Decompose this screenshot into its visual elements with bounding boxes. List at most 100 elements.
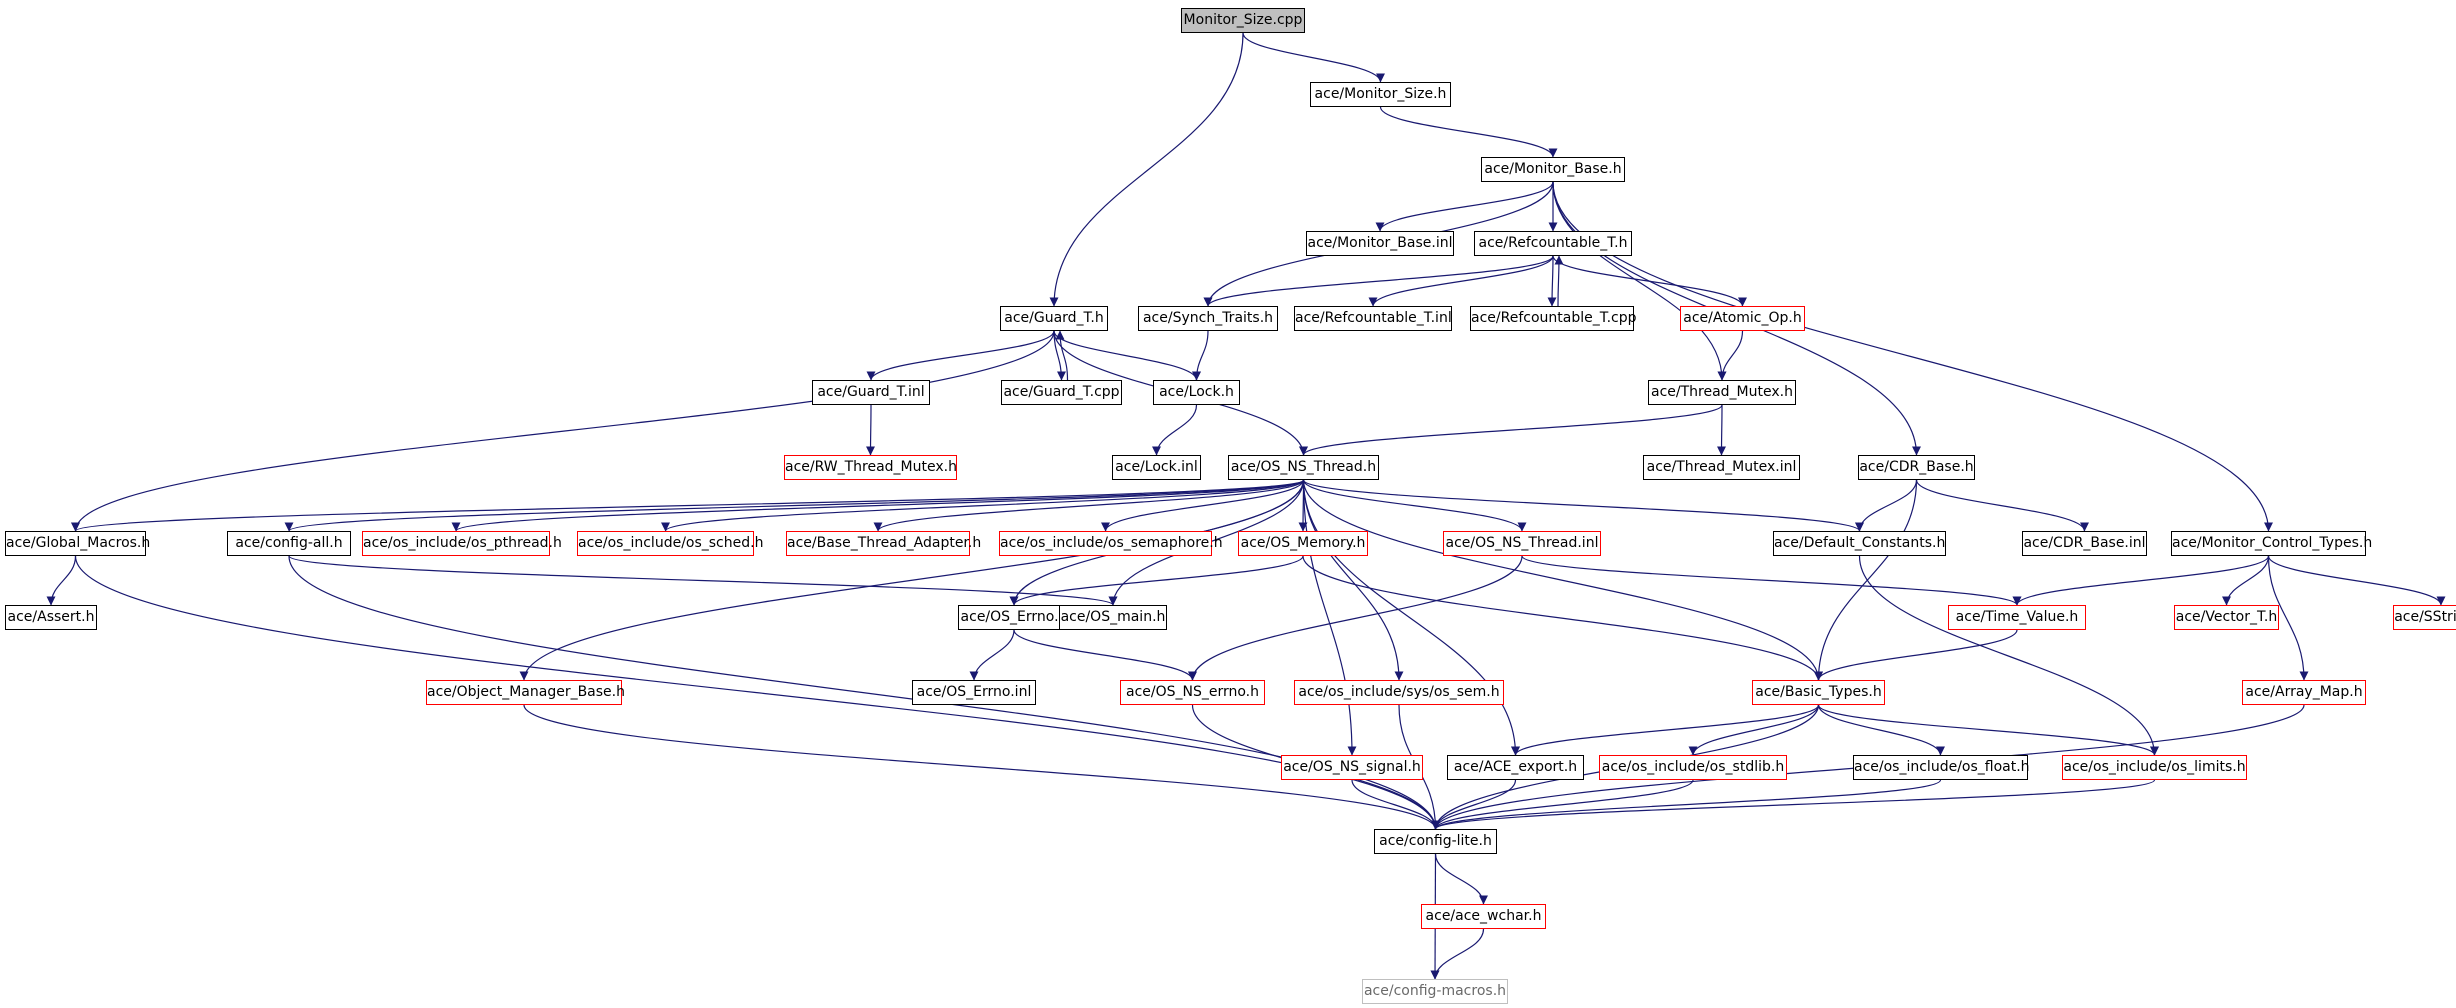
node-config-all-h[interactable]: ace/config-all.h xyxy=(227,531,351,556)
node-atomic-op-h[interactable]: ace/Atomic_Op.h xyxy=(1680,306,1805,331)
edge-guard-t-cpp-to-guard-t-h xyxy=(1055,330,1069,381)
node-ace-export-h[interactable]: ace/ACE_export.h xyxy=(1447,755,1584,780)
node-os-ns-signal-h[interactable]: ace/OS_NS_signal.h xyxy=(1281,755,1423,780)
edge-global-macros-h-to-assert-h xyxy=(46,555,77,606)
node-thread-mutex-inl[interactable]: ace/Thread_Mutex.inl xyxy=(1643,455,1800,480)
edge-os-ns-thread-inl-to-time-value-h xyxy=(1521,555,2022,606)
node-config-lite-h[interactable]: ace/config-lite.h xyxy=(1374,829,1497,854)
edge-thread-mutex-h-to-thread-mutex-inl xyxy=(1717,404,1727,456)
edge-os-stdlib-h-to-config-lite-h xyxy=(1431,779,1694,830)
edge-monitor-control-types-h-to-array-map-h xyxy=(2267,555,2309,681)
node-os-ns-errno-h[interactable]: ace/OS_NS_errno.h xyxy=(1120,680,1265,705)
edge-config-all-h-to-os-main-h xyxy=(288,555,1118,606)
node-object-manager-base-h[interactable]: ace/Object_Manager_Base.h xyxy=(426,680,625,705)
edge-time-value-h-to-basic-types-h xyxy=(1814,629,2018,681)
node-os-ns-thread-h[interactable]: ace/OS_NS_Thread.h xyxy=(1228,455,1379,480)
edge-guard-t-h-to-global-macros-h xyxy=(71,330,1055,532)
node-default-constants-h[interactable]: ace/Default_Constants.h xyxy=(1773,531,1946,556)
node-ace-wchar-h[interactable]: ace/ace_wchar.h xyxy=(1421,904,1546,929)
edge-monitor-control-types-h-to-vector-t-h xyxy=(2222,555,2270,606)
edge-basic-types-h-to-os-stdlib-h xyxy=(1688,704,1820,756)
edge-os-ns-thread-h-to-basic-types-h xyxy=(1302,479,1823,681)
node-lock-inl[interactable]: ace/Lock.inl xyxy=(1112,455,1201,480)
edge-guard-t-h-to-lock-h xyxy=(1053,330,1201,381)
edge-refcountable-t-cpp-to-refcountable-t-h xyxy=(1554,255,1564,307)
edge-os-errno-h-to-os-errno-inl xyxy=(969,629,1015,681)
edge-refcountable-t-h-to-synch-traits-h xyxy=(1203,255,1554,307)
node-os-pthread-h[interactable]: ace/os_include/os_pthread.h xyxy=(362,531,562,556)
node-os-main-h[interactable]: ace/OS_main.h xyxy=(1059,605,1167,630)
node-os-ns-thread-inl[interactable]: ace/OS_NS_Thread.inl xyxy=(1443,531,1601,556)
edge-os-errno-h-to-os-ns-errno-h xyxy=(1013,629,1197,681)
node-guard-t-h[interactable]: ace/Guard_T.h xyxy=(1000,306,1108,331)
edge-synch-traits-h-to-lock-h xyxy=(1192,330,1209,381)
node-monitor-size-h[interactable]: ace/Monitor_Size.h xyxy=(1310,82,1451,107)
edge-ace-wchar-h-to-config-macros-h xyxy=(1430,928,1485,980)
edge-os-limits-h-to-config-lite-h xyxy=(1431,779,2156,830)
edge-refcountable-t-h-to-atomic-op-h xyxy=(1552,255,1747,307)
node-monitor-base-h[interactable]: ace/Monitor_Base.h xyxy=(1481,157,1625,182)
node-sstring-h[interactable]: ace/SString.h xyxy=(2393,605,2456,630)
edge-os-ns-thread-h-to-os-sched-h xyxy=(661,479,1305,532)
node-refcountable-t-cpp[interactable]: ace/Refcountable_T.cpp xyxy=(1470,306,1637,331)
edge-os-float-h-to-config-lite-h xyxy=(1431,779,1942,830)
node-array-map-h[interactable]: ace/Array_Map.h xyxy=(2242,680,2366,705)
node-os-errno-h[interactable]: ace/OS_Errno.h xyxy=(958,605,1070,630)
node-time-value-h[interactable]: ace/Time_Value.h xyxy=(1948,605,2086,630)
edge-os-memory-h-to-basic-types-h xyxy=(1302,555,1823,681)
node-vector-t-h[interactable]: ace/Vector_T.h xyxy=(2174,605,2279,630)
node-os-semaphore-h[interactable]: ace/os_include/os_semaphore.h xyxy=(999,531,1223,556)
node-thread-mutex-h[interactable]: ace/Thread_Mutex.h xyxy=(1648,380,1796,405)
edge-thread-mutex-h-to-os-ns-thread-h xyxy=(1299,404,1723,456)
node-guard-t-cpp[interactable]: ace/Guard_T.cpp xyxy=(1001,380,1122,405)
node-cdr-base-h[interactable]: ace/CDR_Base.h xyxy=(1858,455,1975,480)
edge-monitor-size-cpp-to-monitor-size-h xyxy=(1242,32,1385,83)
node-os-stdlib-h[interactable]: ace/os_include/os_stdlib.h xyxy=(1599,755,1787,780)
edge-lock-h-to-lock-inl xyxy=(1152,404,1198,456)
edge-os-ns-thread-h-to-global-macros-h xyxy=(71,479,1305,532)
node-cdr-base-inl[interactable]: ace/CDR_Base.inl xyxy=(2022,531,2147,556)
node-global-macros-h[interactable]: ace/Global_Macros.h xyxy=(5,531,150,556)
node-lock-h[interactable]: ace/Lock.h xyxy=(1153,380,1240,405)
node-os-limits-h[interactable]: ace/os_include/os_limits.h xyxy=(2062,755,2247,780)
edge-os-ns-thread-h-to-config-all-h xyxy=(284,479,1305,532)
edge-os-ns-thread-h-to-default-constants-h xyxy=(1302,479,1864,532)
node-os-sched-h[interactable]: ace/os_include/os_sched.h xyxy=(577,531,763,556)
node-refcountable-t-inl[interactable]: ace/Refcountable_T.inl xyxy=(1294,306,1452,331)
edge-config-lite-h-to-ace-wchar-h xyxy=(1434,853,1488,905)
edge-object-manager-base-h-to-config-lite-h xyxy=(523,704,1440,830)
node-guard-t-inl[interactable]: ace/Guard_T.inl xyxy=(812,380,930,405)
node-os-memory-h[interactable]: ace/OS_Memory.h xyxy=(1238,531,1368,556)
edge-refcountable-t-h-to-refcountable-t-inl xyxy=(1368,255,1554,307)
node-synch-traits-h[interactable]: ace/Synch_Traits.h xyxy=(1138,306,1278,331)
node-os-float-h[interactable]: ace/os_include/os_float.h xyxy=(1853,755,2030,780)
node-os-errno-inl[interactable]: ace/OS_Errno.inl xyxy=(912,680,1036,705)
edge-cdr-base-h-to-cdr-base-inl xyxy=(1915,479,2089,532)
node-monitor-control-types-h[interactable]: ace/Monitor_Control_Types.h xyxy=(2171,531,2372,556)
node-os-sys-sem-h[interactable]: ace/os_include/sys/os_sem.h xyxy=(1294,680,1504,705)
edge-monitor-control-types-h-to-time-value-h xyxy=(2012,555,2270,606)
edge-guard-t-h-to-guard-t-inl xyxy=(866,330,1055,381)
node-refcountable-t-h[interactable]: ace/Refcountable_T.h xyxy=(1474,231,1632,256)
edge-os-ns-thread-h-to-os-ns-thread-inl xyxy=(1302,479,1527,532)
edge-default-constants-h-to-os-limits-h xyxy=(1858,555,2159,756)
edge-guard-t-inl-to-rw-thread-mutex-h xyxy=(866,404,876,456)
node-assert-h[interactable]: ace/Assert.h xyxy=(5,605,97,630)
node-base-thread-adapter-h[interactable]: ace/Base_Thread_Adapter.h xyxy=(786,531,981,556)
edge-basic-types-h-to-os-limits-h xyxy=(1817,704,2159,756)
edge-monitor-control-types-h-to-sstring-h xyxy=(2267,555,2446,606)
edge-basic-types-h-to-ace-export-h xyxy=(1511,704,1820,756)
edge-os-ns-thread-h-to-os-ns-signal-h xyxy=(1302,479,1357,756)
edge-atomic-op-h-to-thread-mutex-h xyxy=(1717,330,1744,381)
edge-os-ns-thread-inl-to-os-ns-errno-h xyxy=(1188,555,1523,681)
edge-os-ns-thread-h-to-os-semaphore-h xyxy=(1101,479,1305,532)
node-monitor-base-inl[interactable]: ace/Monitor_Base.inl xyxy=(1306,231,1454,256)
edge-basic-types-h-to-os-float-h xyxy=(1817,704,1945,756)
node-rw-thread-mutex-h[interactable]: ace/RW_Thread_Mutex.h xyxy=(784,455,957,480)
node-config-macros-h[interactable]: ace/config-macros.h xyxy=(1362,979,1508,1004)
node-basic-types-h[interactable]: ace/Basic_Types.h xyxy=(1752,680,1885,705)
node-monitor-size-cpp[interactable]: Monitor_Size.cpp xyxy=(1181,8,1305,33)
edge-monitor-size-h-to-monitor-base-h xyxy=(1379,106,1558,158)
edge-os-ns-thread-h-to-base-thread-adapter-h xyxy=(873,479,1305,532)
